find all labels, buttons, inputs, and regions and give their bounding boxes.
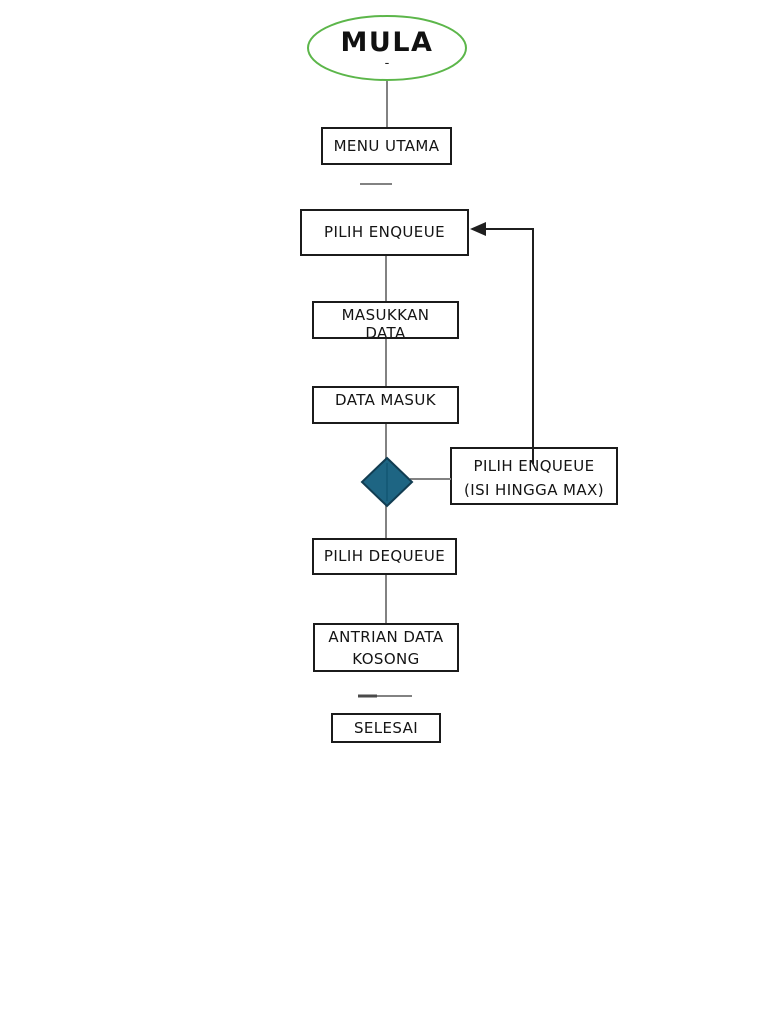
node-selesai: SELESAI (331, 713, 441, 743)
node-masukkan-data-line2: DATA (365, 324, 406, 339)
node-antrian-data-kosong-line2: KOSONG (352, 649, 420, 668)
decision-diamond (360, 456, 414, 508)
loop-line (484, 228, 534, 464)
node-antrian-data-kosong-line1: ANTRIAN DATA (328, 627, 444, 646)
node-start: MULA - (308, 16, 466, 81)
node-antrian-data-kosong: ANTRIAN DATA KOSONG (313, 623, 459, 672)
node-menu-utama: MENU UTAMA (321, 127, 452, 165)
node-selesai-label: SELESAI (353, 718, 419, 737)
node-menu-utama-label: MENU UTAMA (333, 136, 440, 155)
node-pilih-enqueue-label: PILIH ENQUEUE (324, 223, 445, 241)
node-data-masuk-label: DATA MASUK (335, 391, 436, 409)
node-start-sub-label: - (384, 55, 390, 71)
node-pilih-enqueue: PILIH ENQUEUE (300, 209, 469, 256)
node-pilih-dequeue-label: PILIH DEQUEUE (323, 547, 446, 565)
node-data-masuk: DATA MASUK (312, 386, 459, 424)
loop-arrowhead (470, 222, 486, 236)
node-pilih-enqueue-max-line2: (ISI HINGGA MAX) (464, 481, 604, 499)
node-start-label: MULA (340, 26, 434, 58)
node-masukkan-data: MASUKKAN DATA (312, 301, 459, 339)
node-masukkan-data-line1: MASUKKAN (341, 306, 430, 324)
node-pilih-dequeue: PILIH DEQUEUE (312, 538, 457, 575)
node-pilih-enqueue-max-line1: PILIH ENQUEUE (473, 457, 595, 475)
node-pilih-enqueue-max: PILIH ENQUEUE (ISI HINGGA MAX) (450, 447, 618, 505)
